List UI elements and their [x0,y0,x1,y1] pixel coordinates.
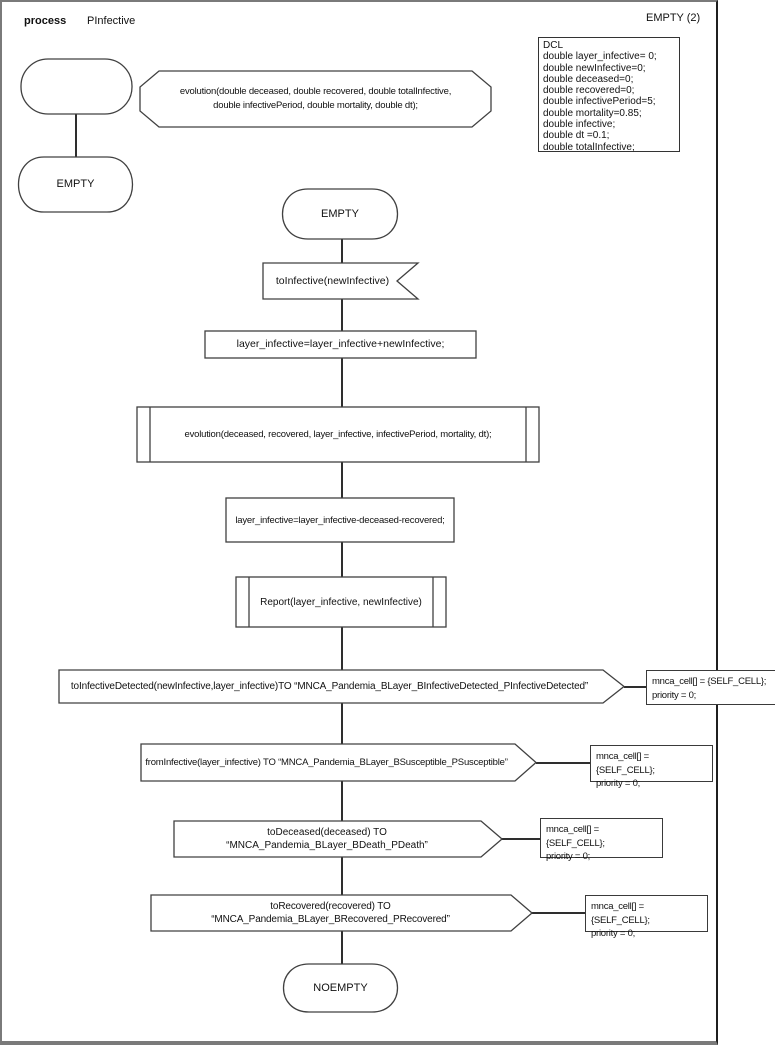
state-label: NOEMPTY [313,981,368,994]
connector-output1-comment [624,686,648,688]
connector-start-to-empty [75,114,77,158]
procedure-call-label: Report(layer_infective, newInfective) [260,596,422,608]
input-label: toInfective(newInfective) [275,274,390,287]
procedure-call-label: evolution(deceased, recovered, layer_inf… [184,429,492,440]
page-label: EMPTY (2) [646,12,701,24]
state-label: EMPTY [321,207,359,220]
input-toinfective[interactable]: toInfective(newInfective) [262,262,420,300]
procedure-call-report[interactable]: Report(layer_infective, newInfective) [235,576,447,628]
start-state-symbol[interactable] [20,58,133,115]
procedure-declaration-symbol[interactable]: evolution(double deceased, double recove… [139,70,492,128]
procedure-declaration-label: evolution(double deceased, double recove… [179,86,452,111]
state-label: EMPTY [56,178,95,190]
output-label: toInfectiveDetected(newInfective,layer_i… [70,681,589,692]
dcl-declarations: DCL double layer_infective= 0; double ne… [543,40,657,153]
output-frominfective[interactable]: fromInfective(layer_infective) TO “MNCA_… [140,743,537,782]
connector-output2-comment [536,762,591,764]
state-empty-left[interactable]: EMPTY [17,156,134,213]
diagram-frame [0,0,718,1045]
dcl-text-symbol[interactable]: DCL double layer_infective= 0; double ne… [538,37,680,153]
task-label: layer_infective=layer_infective+newInfec… [236,338,445,350]
output-label: toDeceased(deceased) TO “MNCA_Pandemia_B… [226,827,428,851]
state-empty-center[interactable]: EMPTY [282,188,398,240]
comment-output2[interactable]: mnca_cell[] = {SELF_CELL}; priority = 0; [590,745,713,789]
process-kind-label: process [24,15,67,27]
dogear-fold-icon [651,38,679,66]
output-todeceased[interactable]: toDeceased(deceased) TO “MNCA_Pandemia_B… [173,820,503,858]
task-label: layer_infective=layer_infective-deceased… [235,514,445,526]
start-state-label [20,58,133,115]
process-name: PInfective [87,15,136,27]
comment-output4[interactable]: mnca_cell[] = {SELF_CELL}; priority = 0; [585,895,708,939]
comment-output1[interactable]: mnca_cell[] = {SELF_CELL}; priority = 0; [646,670,775,705]
connector-output4-comment [532,912,586,914]
output-label: fromInfective(layer_infective) TO “MNCA_… [145,757,508,768]
output-torecovered[interactable]: toRecovered(recovered) TO “MNCA_Pandemia… [150,894,533,932]
output-toinfectivedetected[interactable]: toInfectiveDetected(newInfective,layer_i… [58,669,626,704]
state-noempty[interactable]: NOEMPTY [283,963,398,1013]
output-label: toRecovered(recovered) TO “MNCA_Pandemia… [211,901,450,925]
procedure-call-evolution[interactable]: evolution(deceased, recovered, layer_inf… [136,406,540,463]
task-add-newinfective[interactable]: layer_infective=layer_infective+newInfec… [204,330,477,359]
connector-output3-comment [502,838,541,840]
comment-output3[interactable]: mnca_cell[] = {SELF_CELL}; priority = 0; [540,818,663,862]
task-subtract[interactable]: layer_infective=layer_infective-deceased… [225,497,455,543]
